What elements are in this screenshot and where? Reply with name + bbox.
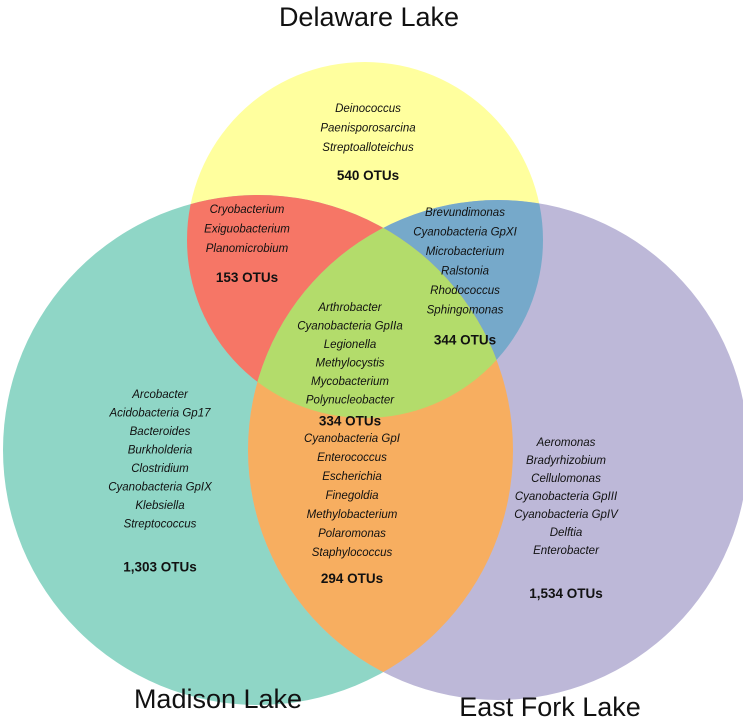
genus-label: Polynucleobacter (306, 395, 395, 407)
genus-label: Legionella (324, 339, 376, 351)
otu-count: 1,303 OTUs (123, 560, 197, 575)
genus-label: Finegoldia (325, 490, 378, 502)
region-eastfork-only: AeromonasBradyrhizobiumCellulomonasCyano… (514, 437, 619, 601)
otu-count: 334 OTUs (319, 414, 381, 429)
genus-label: Burkholderia (128, 445, 193, 457)
genus-label: Methylobacterium (307, 509, 398, 521)
genus-label: Aeromonas (536, 437, 596, 449)
genus-label: Cryobacterium (210, 204, 285, 216)
otu-count: 344 OTUs (434, 333, 496, 348)
genus-label: Klebsiella (135, 500, 184, 512)
genus-label: Clostridium (131, 463, 189, 475)
genus-label: Mycobacterium (311, 376, 389, 388)
genus-label: Cyanobacteria GpXI (413, 227, 517, 239)
genus-label: Planomicrobium (206, 243, 289, 255)
genus-label: Sphingomonas (427, 305, 504, 317)
genus-label: Enterococcus (317, 452, 387, 464)
genus-label: Cyanobacteria GpIIa (297, 321, 402, 333)
region-madison-eastfork: Cyanobacteria GpI EnterococcusEscherichia… (304, 433, 401, 586)
otu-count: 540 OTUs (337, 168, 399, 183)
genus-label: Exiguobacterium (204, 224, 290, 236)
genus-label: Arthrobacter (317, 302, 382, 314)
genus-label: Cyanobacteria GpIV (514, 509, 619, 521)
eastfork-title: East Fork Lake (459, 692, 641, 721)
genus-label: Staphylococcus (312, 547, 393, 559)
genus-label: Escherichia (322, 471, 381, 483)
genus-label: Enterobacter (533, 545, 600, 557)
genus-label: Delftia (550, 527, 583, 539)
genus-label: Bacteroides (130, 426, 191, 438)
delaware-title: Delaware Lake (279, 2, 459, 32)
genus-label: Acidobacteria Gp17 (108, 408, 211, 420)
otu-count: 1,534 OTUs (529, 586, 603, 601)
genus-label: Cyanobacteria GpIII (515, 491, 618, 503)
region-delaware-only: DeinococcusPaenisporosarcinaStreptoallot… (320, 103, 415, 183)
genus-label: Bradyrhizobium (526, 455, 606, 467)
region-delaware-madison: CryobacteriumExiguobacteriumPlanomicrobi… (204, 204, 290, 285)
genus-label: Arcobacter (131, 389, 189, 401)
genus-label: Rhodococcus (430, 285, 500, 297)
genus-label: Cyanobacteria GpIX (108, 482, 213, 494)
genus-label: Paenisporosarcina (320, 123, 415, 135)
genus-label: Ralstonia (441, 266, 489, 278)
genus-label: Cyanobacteria GpI (304, 433, 401, 445)
genus-label: Streptoalloteichus (322, 142, 414, 154)
genus-label: Streptococcus (124, 519, 197, 531)
madison-title: Madison Lake (134, 684, 302, 714)
genus-label: Deinococcus (335, 103, 401, 115)
genus-label: Microbacterium (426, 246, 505, 258)
genus-label: Methylocystis (315, 358, 384, 370)
genus-label: Cellulomonas (531, 473, 601, 485)
all-three-overlap (248, 200, 513, 418)
otu-count: 153 OTUs (216, 270, 278, 285)
genus-label: Polaromonas (318, 528, 386, 540)
genus-label: Brevundimonas (425, 207, 505, 219)
otu-count: 294 OTUs (321, 571, 383, 586)
